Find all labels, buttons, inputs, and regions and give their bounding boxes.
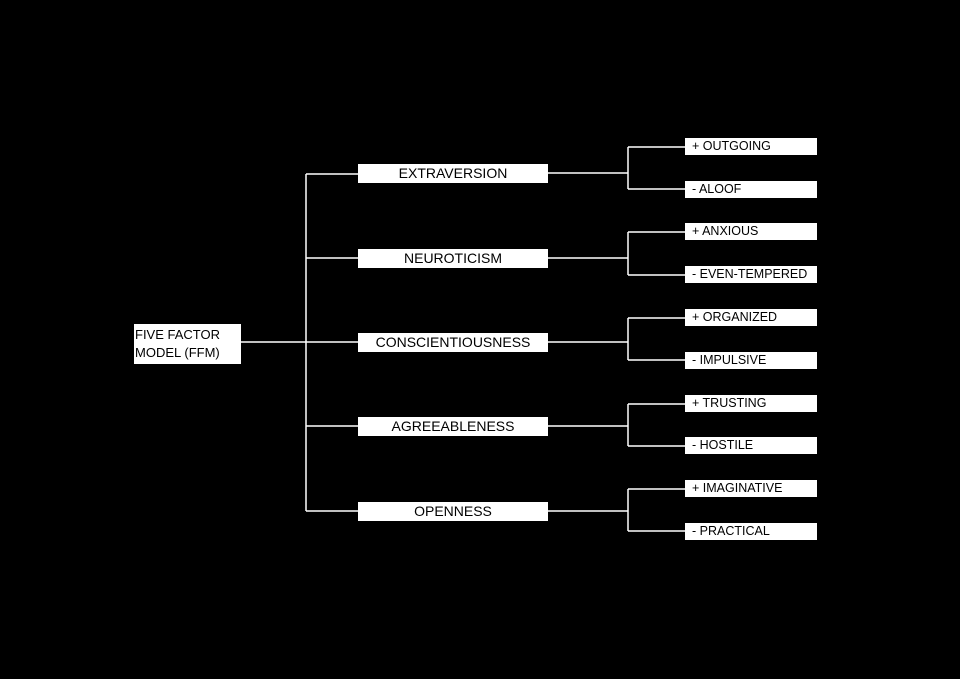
root-label-line1: FIVE FACTOR	[135, 327, 220, 342]
trait-node-trusting: + TRUSTING	[685, 395, 817, 412]
trait-node-anxious: + ANXIOUS	[685, 223, 817, 240]
factor-node-conscientiousness: CONSCIENTIOUSNESS	[358, 333, 548, 352]
trait-node-outgoing: + OUTGOING	[685, 138, 817, 155]
trait-node-even-tempered: - EVEN-TEMPERED	[685, 266, 817, 283]
trait-node-organized: + ORGANIZED	[685, 309, 817, 326]
factor-node-neuroticism: NEUROTICISM	[358, 249, 548, 268]
trait-node-aloof: - ALOOF	[685, 181, 817, 198]
trait-node-imaginative: + IMAGINATIVE	[685, 480, 817, 497]
root-node-ffm: FIVE FACTOR MODEL (FFM)	[134, 324, 241, 364]
trait-node-impulsive: - IMPULSIVE	[685, 352, 817, 369]
factor-node-agreeableness: AGREEABLENESS	[358, 417, 548, 436]
factor-node-openness: OPENNESS	[358, 502, 548, 521]
root-label-line2: MODEL (FFM)	[135, 345, 220, 360]
trait-node-hostile: - HOSTILE	[685, 437, 817, 454]
trait-node-practical: - PRACTICAL	[685, 523, 817, 540]
factor-node-extraversion: EXTRAVERSION	[358, 164, 548, 183]
